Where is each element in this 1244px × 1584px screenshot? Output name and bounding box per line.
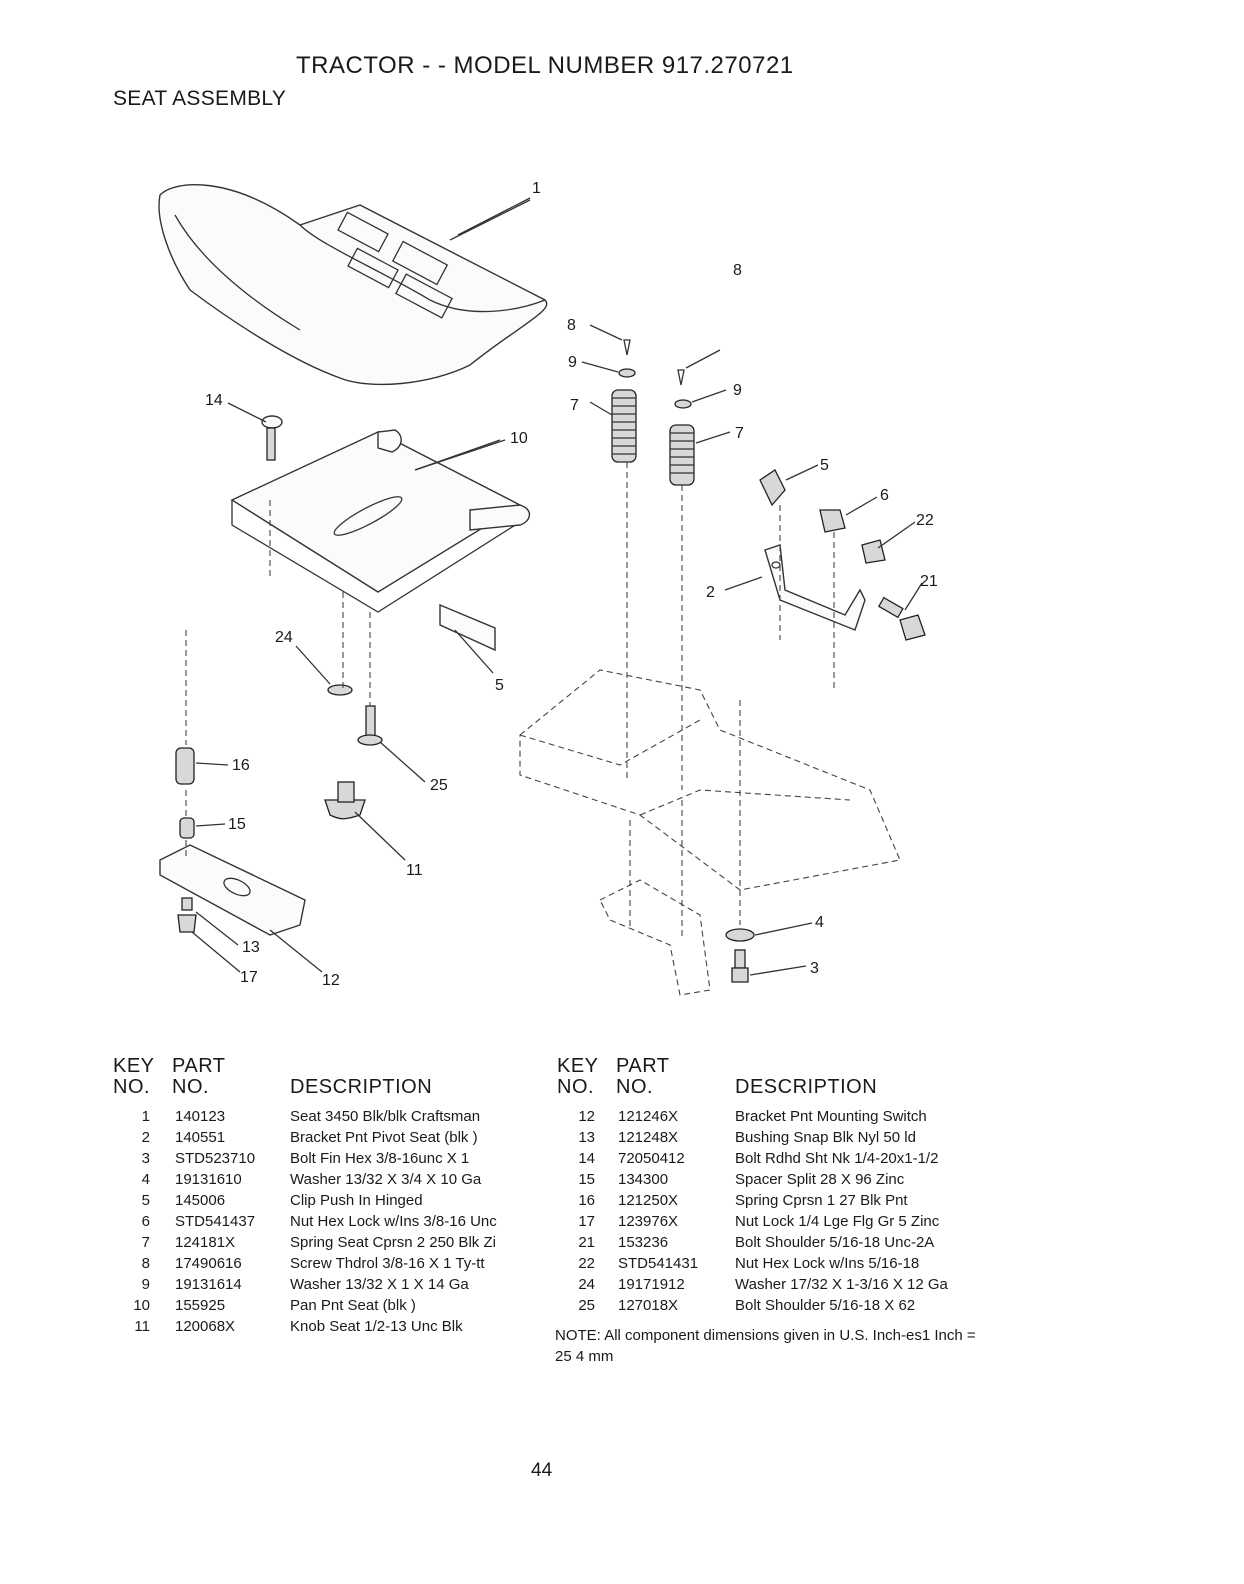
callout-15: 15 [228,816,246,833]
tractor-frame [185,462,901,996]
callout-13: 13 [242,939,260,956]
nut-17-part [177,914,197,933]
col-key-header-2: NO. [557,1076,595,1098]
note-text: All component dimensions given in U.S. I… [555,1327,976,1365]
washer-4-part [725,928,755,942]
washer-24-part [327,684,353,696]
callout-7b: 7 [735,425,744,442]
knob-11-part [324,781,366,820]
callout-17: 17 [240,969,258,986]
seat-part [158,183,548,386]
callout-14: 14 [205,392,223,409]
dimension-note: NOTE: All component dimensions given in … [555,1325,985,1367]
callout-3: 3 [810,960,819,977]
col-desc-header: DESCRIPTION [735,1076,878,1098]
section-title: SEAT ASSEMBLY [113,87,287,110]
bushing-13-part [181,897,193,911]
callout-9b: 9 [733,382,742,399]
bolt-21-part [877,596,926,641]
washer-right [674,399,692,409]
callout-8a: 8 [567,317,576,334]
callout-22: 22 [916,512,934,529]
clip-5-part [759,469,786,507]
callout-labels: 1 8 9 7 8 9 7 14 10 5 6 22 2 21 24 5 16 … [205,180,938,989]
spacer-15-part [179,817,195,839]
callout-11: 11 [406,862,423,879]
bolt-25-part [357,705,383,746]
callout-6: 6 [880,487,889,504]
col-part-header-2: NO. [172,1076,210,1098]
callout-25: 25 [430,777,448,794]
note-label: NOTE: [555,1327,601,1344]
col-part-header: PART [616,1055,670,1077]
spring-right-part [669,424,695,486]
clip-lower-part [439,603,496,652]
callout-2: 2 [706,584,715,601]
callout-12: 12 [322,972,340,989]
callout-16: 16 [232,757,250,774]
screw-left [623,339,631,356]
exploded-parts-diagram: 1 8 9 7 8 9 7 14 10 5 6 22 2 21 24 5 16 … [158,180,938,996]
callout-9a: 9 [568,354,577,371]
callout-leaders [191,197,923,976]
callout-24: 24 [275,629,293,646]
col-part-header-2: NO. [616,1076,654,1098]
switch-bracket-12-part [159,844,306,936]
nut-6-part [819,509,846,533]
col-key-header-2: NO. [113,1076,151,1098]
screw-right [677,369,685,386]
spring-16-part [175,747,195,785]
col-desc-header: DESCRIPTION [290,1076,433,1098]
callout-21: 21 [920,573,938,590]
nut-22-part [861,539,886,564]
callout-5b: 5 [495,677,504,694]
callout-10: 10 [510,430,528,447]
col-key-header: KEY [113,1055,155,1077]
callout-7a: 7 [570,397,579,414]
page-title: TRACTOR - - MODEL NUMBER 917.270721 [296,52,794,79]
seat-pan-part [230,429,531,613]
bolt-3-part [731,949,749,983]
col-part-header: PART [172,1055,226,1077]
page-number: 44 [531,1460,553,1481]
callout-1: 1 [532,180,541,197]
callout-4: 4 [815,914,824,931]
washer-left [618,368,636,378]
callout-5a: 5 [820,457,829,474]
col-key-header: KEY [557,1055,599,1077]
callout-8b: 8 [733,262,742,279]
bolt-14-part [261,415,283,461]
spring-left-part [611,389,637,463]
